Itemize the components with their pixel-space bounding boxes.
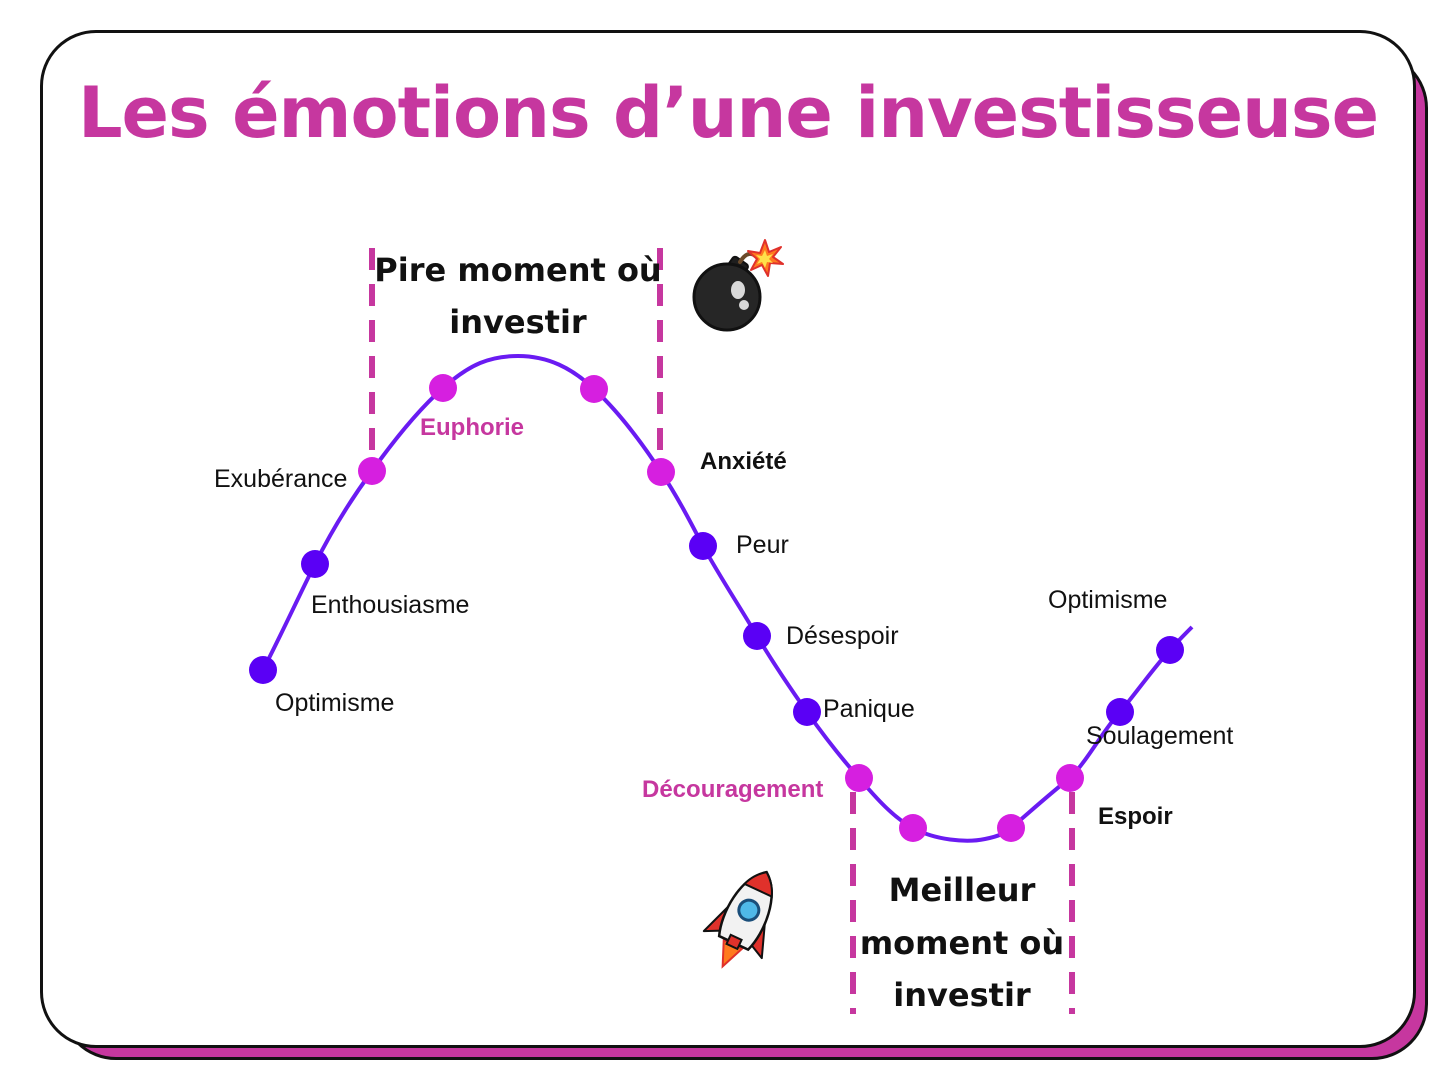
point-bottom-a — [899, 814, 927, 842]
worst-zone-title-line1: Pire moment où — [374, 251, 661, 289]
point-espoir — [1056, 764, 1084, 792]
point-exuberance — [358, 457, 386, 485]
stage-label: Désespoir — [786, 622, 899, 650]
best-zone-title-line3: investir — [893, 976, 1031, 1014]
rocket-icon — [702, 870, 773, 969]
best-zone-lines — [850, 792, 1075, 1014]
point-optimisme-2 — [1156, 636, 1184, 664]
stage-label: Panique — [823, 695, 915, 723]
page-title: Les émotions d’une investisseuse — [77, 72, 1379, 154]
point-enthousiasme — [301, 550, 329, 578]
stage-label: Optimisme — [1048, 586, 1167, 614]
stage-label-highlight: Découragement — [642, 776, 823, 803]
point-decouragement — [845, 764, 873, 792]
stage-label: Soulagement — [1086, 722, 1233, 750]
point-soulagement — [1106, 698, 1134, 726]
stage-label-highlight: Euphorie — [420, 414, 524, 441]
point-euphorie-a — [429, 374, 457, 402]
stage-label: Peur — [736, 531, 789, 559]
stage-label: Exubérance — [214, 465, 347, 493]
point-peur — [689, 532, 717, 560]
curve-points — [249, 374, 1184, 842]
card — [40, 30, 1416, 1048]
stage-label-bold: Anxiété — [700, 448, 787, 475]
best-zone-title-line1: Meilleur — [889, 871, 1036, 909]
stage-label: Enthousiasme — [311, 591, 469, 619]
point-bottom-b — [997, 814, 1025, 842]
best-zone-title-line2: moment où — [860, 924, 1064, 962]
stage-label-bold: Espoir — [1098, 803, 1173, 830]
point-euphorie-b — [580, 375, 608, 403]
point-desespoir — [743, 622, 771, 650]
point-panique — [793, 698, 821, 726]
point-anxiete — [647, 458, 675, 486]
stage-label: Optimisme — [275, 689, 394, 717]
worst-zone-title-line2: investir — [449, 303, 587, 341]
point-optimisme — [249, 656, 277, 684]
bomb-icon — [692, 239, 784, 332]
